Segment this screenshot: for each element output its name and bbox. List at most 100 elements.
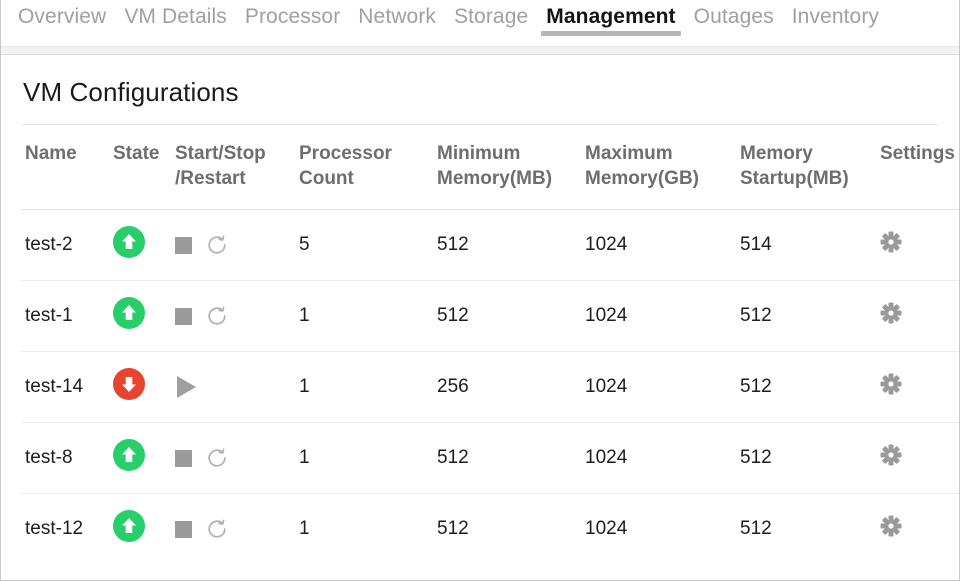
cell-vm-name: test-8 bbox=[21, 422, 109, 495]
cell-actions bbox=[171, 209, 293, 282]
restart-icon[interactable] bbox=[206, 447, 228, 469]
tab-label: Inventory bbox=[791, 5, 880, 28]
green-circle-up-arrow-icon bbox=[113, 510, 145, 543]
action-button-group bbox=[175, 305, 289, 327]
tab-vm-details[interactable]: VM Details bbox=[115, 0, 236, 27]
cell-maximum-memory: 1024 bbox=[579, 351, 734, 424]
cell-minimum-memory: 512 bbox=[437, 518, 469, 540]
cell-memory-startup: 514 bbox=[734, 209, 874, 282]
tab-outages[interactable]: Outages bbox=[685, 0, 783, 27]
tab-overview[interactable]: Overview bbox=[9, 0, 115, 27]
cell-state bbox=[109, 494, 171, 565]
header-label-line2: Startup(MB) bbox=[740, 168, 849, 190]
cell-processor-count: 1 bbox=[293, 422, 431, 495]
green-circle-up-arrow-icon bbox=[113, 297, 145, 330]
cell-minimum-memory: 512 bbox=[431, 422, 579, 495]
header-label-line2: Memory(GB) bbox=[585, 168, 700, 190]
play-icon[interactable] bbox=[175, 376, 196, 399]
tab-network[interactable]: Network bbox=[349, 0, 445, 27]
tab-label: Overview bbox=[18, 5, 107, 28]
cell-state bbox=[109, 209, 171, 282]
gear-icon[interactable] bbox=[880, 231, 902, 253]
cell-actions bbox=[171, 422, 293, 495]
restart-icon[interactable] bbox=[206, 305, 228, 327]
cell-memory-startup: 512 bbox=[734, 422, 874, 495]
column-header-processor-count: Processor Count bbox=[293, 125, 431, 210]
column-header-minimum-memory: Minimum Memory(MB) bbox=[431, 125, 579, 210]
column-header-state: State bbox=[109, 125, 171, 210]
cell-settings bbox=[874, 351, 959, 424]
gear-icon[interactable] bbox=[880, 302, 902, 324]
vm-configurations-table: Name State Start/Stop /Restart Processor… bbox=[21, 125, 959, 565]
cell-actions bbox=[171, 280, 293, 353]
title-divider bbox=[21, 124, 939, 125]
cell-minimum-memory: 256 bbox=[431, 351, 579, 424]
action-button-group bbox=[175, 376, 289, 399]
restart-icon[interactable] bbox=[206, 518, 228, 540]
cell-actions bbox=[171, 494, 293, 565]
tab-label: Management bbox=[546, 5, 676, 28]
table-header-row: Name State Start/Stop /Restart Processor… bbox=[21, 125, 959, 210]
action-button-group bbox=[175, 518, 289, 540]
cell-memory-startup: 512 bbox=[734, 351, 874, 424]
green-circle-up-arrow-icon bbox=[113, 439, 145, 472]
page-title: VM Configurations bbox=[23, 77, 239, 107]
cell-minimum-memory: 512 bbox=[431, 209, 579, 282]
tab-management[interactable]: Management bbox=[537, 0, 684, 36]
stop-icon[interactable] bbox=[175, 520, 192, 538]
header-label: Name bbox=[25, 143, 77, 164]
stop-icon[interactable] bbox=[175, 307, 192, 325]
restart-icon[interactable] bbox=[206, 234, 228, 256]
cell-vm-name: test-1 bbox=[21, 280, 109, 353]
green-circle-up-arrow-icon bbox=[113, 226, 145, 259]
header-label-line1: Memory bbox=[740, 143, 813, 164]
cell-processor-count: 1 bbox=[293, 351, 431, 424]
column-header-name: Name bbox=[21, 125, 109, 210]
header-label: State bbox=[113, 143, 160, 164]
cell-settings bbox=[874, 209, 959, 282]
column-header-memory-startup: Memory Startup(MB) bbox=[734, 125, 874, 210]
cell-state bbox=[109, 351, 171, 424]
cell-actions bbox=[171, 351, 293, 424]
tab-label: Processor bbox=[244, 5, 341, 28]
header-label-line2: Memory(MB) bbox=[437, 168, 553, 190]
gear-icon[interactable] bbox=[880, 444, 902, 466]
header-label-line1: Minimum bbox=[437, 143, 521, 164]
tab-bar-divider bbox=[1, 46, 959, 55]
cell-minimum-memory: 512 bbox=[431, 280, 579, 353]
active-tab-indicator bbox=[541, 31, 681, 36]
gear-icon[interactable] bbox=[880, 373, 902, 395]
cell-state bbox=[109, 422, 171, 495]
tab-inventory[interactable]: Inventory bbox=[783, 0, 888, 27]
column-header-settings: Settings bbox=[874, 125, 959, 210]
stop-icon[interactable] bbox=[175, 449, 192, 467]
header-label: Settings bbox=[880, 143, 955, 164]
tab-label: Outages bbox=[693, 5, 774, 28]
tab-label: VM Details bbox=[124, 5, 227, 28]
column-header-actions: Start/Stop /Restart bbox=[171, 125, 293, 210]
cell-vm-name: test-2 bbox=[21, 209, 109, 282]
header-label-line1: Start/Stop bbox=[175, 143, 266, 164]
header-label-line2: /Restart bbox=[175, 168, 246, 190]
cell-maximum-memory: 1024 bbox=[579, 280, 734, 353]
cell-processor-count: 5 bbox=[293, 209, 431, 282]
cell-settings bbox=[874, 280, 959, 353]
gear-icon[interactable] bbox=[880, 515, 902, 537]
cell-settings bbox=[874, 422, 959, 495]
tab-label: Network bbox=[358, 5, 437, 28]
cell-maximum-memory: 1024 bbox=[579, 209, 734, 282]
cell-vm-name: test-12 bbox=[25, 518, 84, 540]
column-header-maximum-memory: Maximum Memory(GB) bbox=[579, 125, 734, 210]
header-label-line1: Maximum bbox=[585, 143, 673, 164]
action-button-group bbox=[175, 447, 289, 469]
cell-maximum-memory: 1024 bbox=[579, 422, 734, 495]
tab-processor[interactable]: Processor bbox=[236, 0, 349, 27]
cell-maximum-memory: 1024 bbox=[585, 518, 628, 540]
stop-icon[interactable] bbox=[175, 236, 192, 254]
header-label-line2: Count bbox=[299, 168, 354, 190]
tab-storage[interactable]: Storage bbox=[445, 0, 537, 27]
